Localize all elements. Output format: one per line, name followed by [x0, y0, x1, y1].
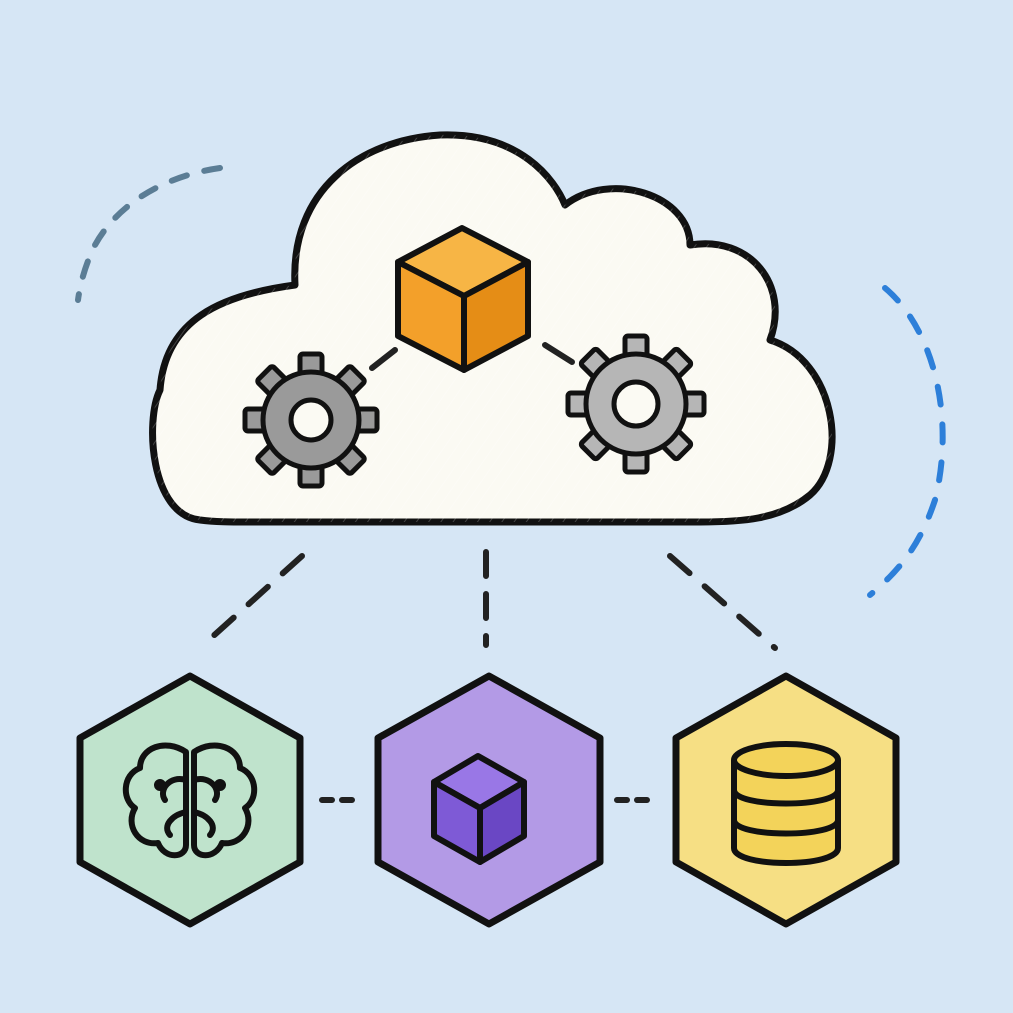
gear-icon: [565, 333, 707, 475]
database-icon: [731, 741, 841, 866]
node-cube: [374, 672, 604, 928]
cloud-link-right: [542, 342, 575, 365]
cube-icon: [431, 753, 527, 865]
cube-icon: [395, 225, 531, 373]
left-accent-arc: [75, 165, 223, 303]
gear-icon: [242, 351, 380, 489]
brain-icon: [122, 742, 258, 859]
hexagon: [76, 672, 304, 928]
connector-cloud-to-brain: [197, 553, 305, 651]
right-accent-arc: [867, 285, 946, 598]
node-brain: [76, 672, 304, 928]
node-database: [672, 672, 900, 928]
cloud: [149, 131, 836, 526]
cloud-link-left: [369, 347, 398, 371]
connector-cloud-to-database: [667, 553, 778, 651]
